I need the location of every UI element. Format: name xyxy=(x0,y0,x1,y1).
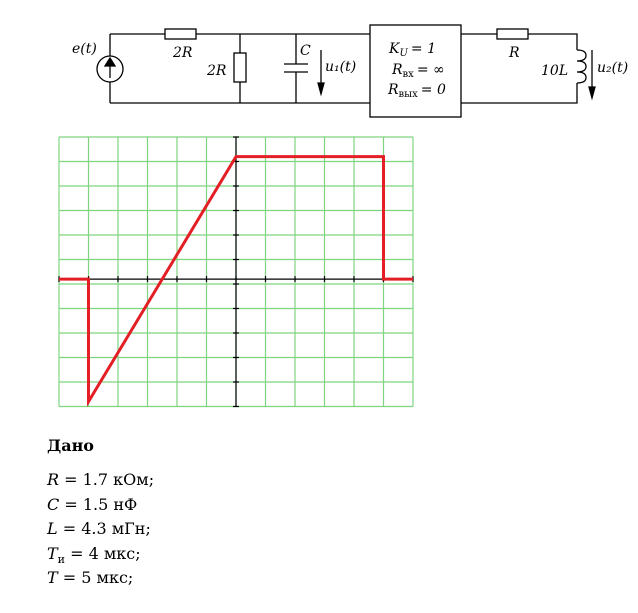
given-value: = 1.5 нФ xyxy=(59,494,138,514)
given-line: R = 1.7 кОм; xyxy=(47,468,154,493)
u2-arrow-icon xyxy=(588,50,596,101)
given-symbol: T xyxy=(47,568,58,587)
waveform-line xyxy=(59,155,413,407)
given-line: T = 5 мкс; xyxy=(47,566,154,591)
shunt-resistor-icon xyxy=(233,52,247,83)
source-label: e(t) xyxy=(72,41,97,57)
given-symbol: C xyxy=(47,494,60,514)
given-symbol: R xyxy=(47,470,60,489)
shunt-resistor-label: 2R xyxy=(206,63,227,79)
u2-label: u₂(t) xyxy=(597,60,628,76)
given-symbol: L xyxy=(47,519,58,538)
given-line: C = 1.5 нФ xyxy=(47,493,154,518)
given-line: L = 4.3 мГн; xyxy=(47,517,154,542)
capacitor-label: C xyxy=(300,43,311,59)
capacitor-icon xyxy=(284,63,308,73)
given-subscript: и xyxy=(57,552,66,566)
given-value: = 5 мкс; xyxy=(57,568,134,587)
axes xyxy=(58,136,414,408)
waveform-graph xyxy=(58,136,414,408)
given-line: Tи = 4 мкс; xyxy=(47,542,154,567)
circuit-diagram: e(t) 2R 2R C u₁(t) KU= 1 Rвх= ∞ Rвых= 0 … xyxy=(72,24,628,118)
given-value: = 4.3 мГн; xyxy=(57,519,151,538)
inductor-label: 10L xyxy=(541,63,568,79)
amp-rout-text: Rвых= 0 xyxy=(387,82,446,100)
series-resistor-icon xyxy=(164,28,197,40)
output-resistor-label: R xyxy=(508,45,520,61)
given-title: Дано xyxy=(47,436,94,455)
voltage-source-icon xyxy=(96,55,124,83)
amplifier-block xyxy=(369,24,462,118)
given-symbol: T xyxy=(47,543,58,563)
u1-label: u₁(t) xyxy=(325,59,356,75)
amp-gain-text: KU= 1 xyxy=(388,41,436,59)
given-value: = 4 мкс; xyxy=(65,543,141,563)
output-resistor-icon xyxy=(496,28,529,40)
amp-rin-text: Rвх= ∞ xyxy=(391,62,445,80)
inductor-icon xyxy=(576,49,587,84)
given-value: = 1.7 кОм; xyxy=(59,470,155,489)
series-resistor-label: 2R xyxy=(172,45,193,61)
u1-arrow-icon xyxy=(317,50,325,97)
